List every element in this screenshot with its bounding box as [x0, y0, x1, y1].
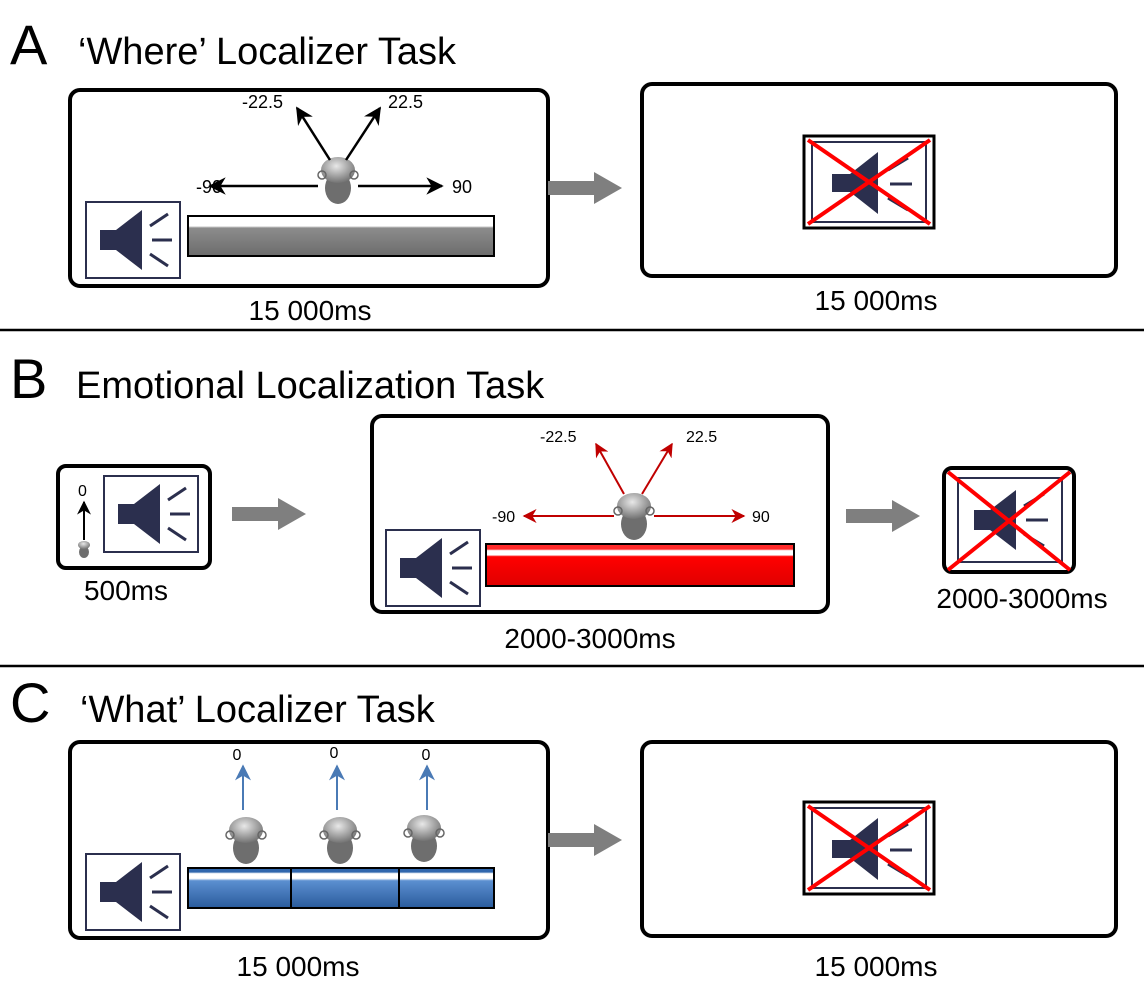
angle-arrow-right-up: [641, 442, 673, 495]
stimulus-duration: 2000-3000ms: [504, 623, 675, 654]
head-column-3: 0: [403, 747, 445, 862]
progress-segment-2: [290, 867, 400, 909]
angle-label-left: -90: [196, 177, 222, 197]
panel-letter: C: [10, 671, 50, 734]
cue-angle-label: 0: [78, 483, 87, 500]
muted-speaker-icon: [802, 134, 936, 230]
angle-label: 0: [422, 747, 431, 764]
panel-a: A ‘Where’ Localizer Task -22.5 22.5 -90 …: [10, 13, 1118, 326]
cue-duration: 500ms: [84, 575, 168, 606]
angle-label: 0: [330, 745, 339, 762]
progress-segment-1: [187, 867, 292, 909]
angle-label-right: 90: [752, 509, 770, 526]
flow-arrow-icon: [548, 824, 622, 856]
angle-arrow-left-up: [295, 106, 332, 161]
flow-arrow-icon: [846, 500, 920, 532]
progress-bar: [485, 543, 795, 587]
muted-speaker-icon: [802, 800, 936, 896]
flow-arrow-icon: [232, 498, 306, 530]
angle-label: 0: [233, 747, 242, 764]
panel-b: B Emotional Localization Task 0 500ms: [10, 347, 1108, 654]
angle-label-left-up: -22.5: [242, 92, 283, 112]
angle-arrow-left-up: [595, 442, 625, 495]
progress-segment-3: [398, 867, 495, 909]
angle-label-right: 90: [452, 177, 472, 197]
head-icon: [317, 157, 359, 204]
speaker-icon: [103, 475, 199, 553]
stimulus-duration: 15 000ms: [249, 295, 372, 326]
muted-speaker-icon: [946, 470, 1072, 572]
panel-c: C ‘What’ Localizer Task 0 0: [10, 671, 1118, 982]
head-icon: [78, 541, 90, 558]
angle-label-left-up: -22.5: [540, 429, 577, 446]
silence-duration: 15 000ms: [815, 951, 938, 982]
angle-label-right-up: 22.5: [686, 429, 717, 446]
angle-label-left: -90: [492, 509, 515, 526]
speaker-icon: [385, 529, 481, 607]
stimulus-duration: 15 000ms: [237, 951, 360, 982]
silence-duration: 2000-3000ms: [936, 583, 1107, 614]
angle-arrow-right-up: [344, 106, 382, 161]
flow-arrow-icon: [548, 172, 622, 204]
speaker-icon: [85, 853, 181, 931]
head-column-2: 0: [319, 745, 361, 864]
head-column-1: 0: [225, 747, 267, 864]
speaker-icon: [85, 201, 181, 279]
panel-title: ‘What’ Localizer Task: [80, 689, 436, 731]
panel-letter: A: [10, 13, 48, 76]
head-icon: [225, 817, 267, 864]
angle-label-right-up: 22.5: [388, 92, 423, 112]
head-icon: [613, 493, 655, 540]
panel-letter: B: [10, 347, 47, 410]
panel-title: Emotional Localization Task: [76, 365, 545, 407]
progress-bar: [187, 215, 495, 257]
head-icon: [319, 817, 361, 864]
head-icon: [403, 815, 445, 862]
silence-duration: 15 000ms: [815, 285, 938, 316]
panel-title: ‘Where’ Localizer Task: [78, 31, 457, 73]
progress-bar: [187, 867, 495, 909]
